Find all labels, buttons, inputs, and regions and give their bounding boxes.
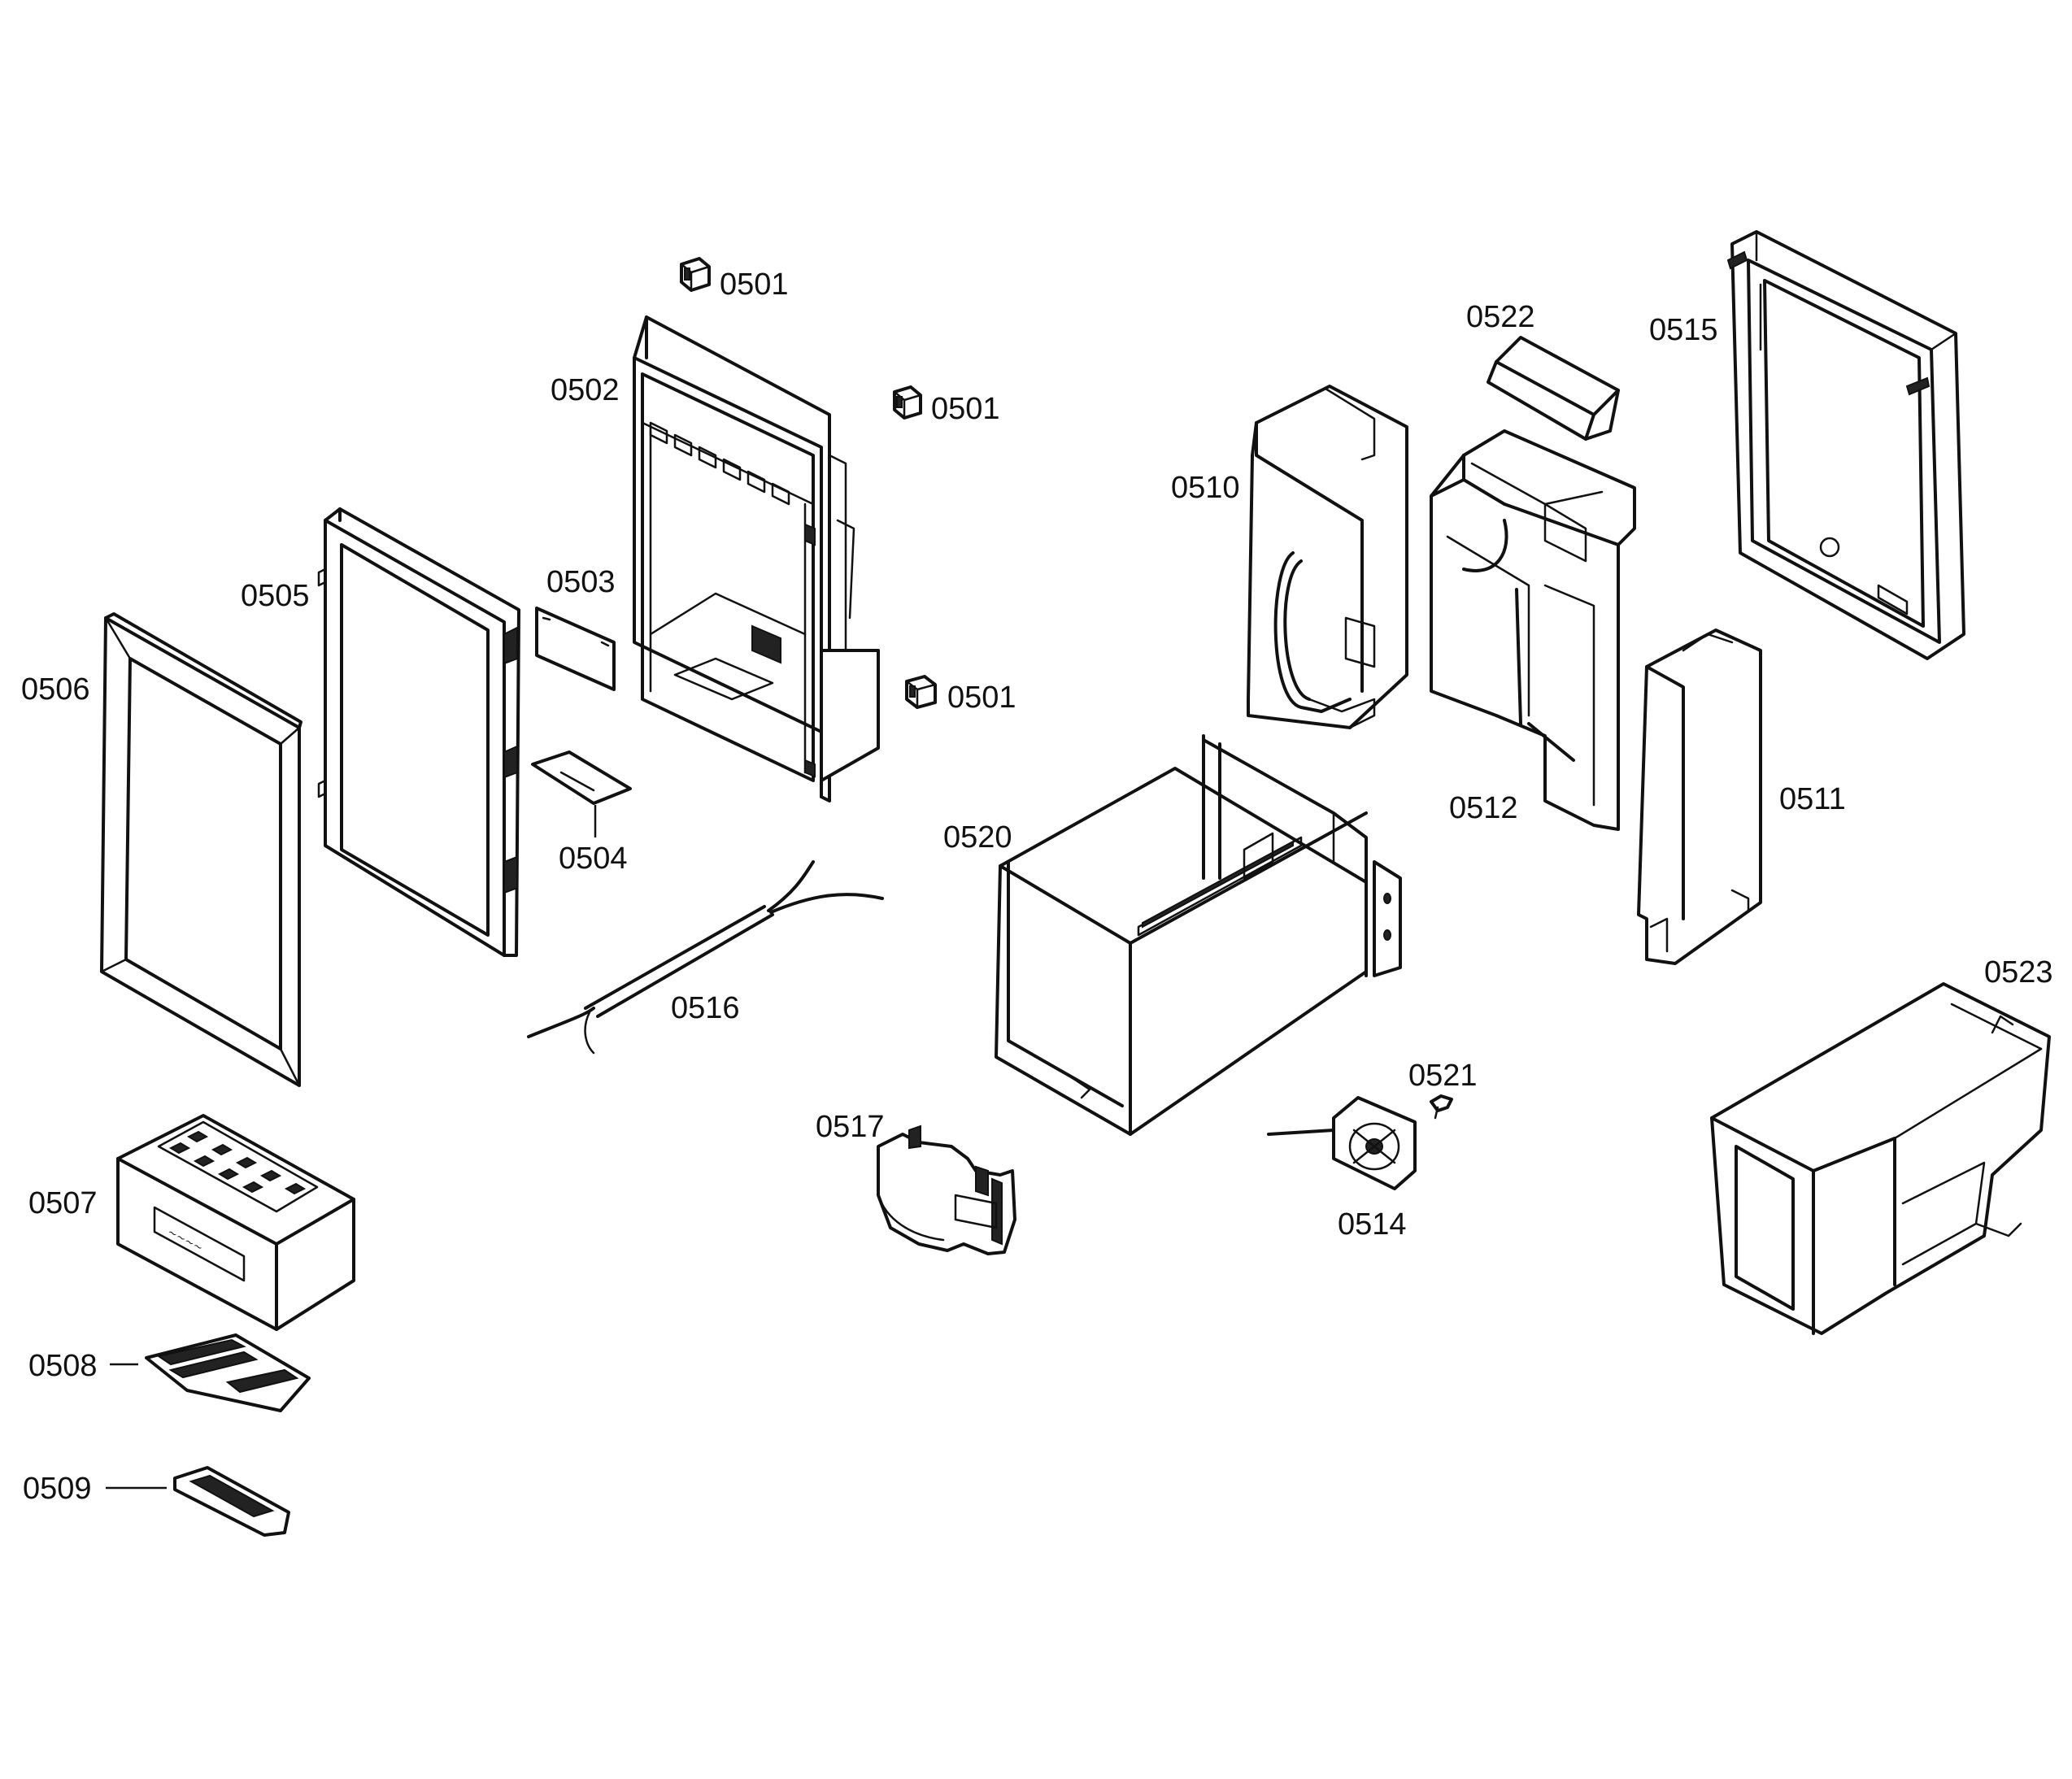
- part-0512-ice-maker: [1430, 429, 1636, 831]
- label-0509: 0509: [23, 1472, 92, 1506]
- part-0516-heater-wire: [527, 860, 884, 1055]
- part-0515-door-frame: [1726, 230, 1965, 660]
- part-0503-bracket: [535, 607, 616, 691]
- label-0516: 0516: [671, 991, 740, 1025]
- part-0522-small-cover: [1487, 336, 1620, 441]
- part-0501-clip-lower: [905, 675, 937, 709]
- label-0505: 0505: [241, 579, 310, 613]
- label-0522: 0522: [1466, 300, 1535, 334]
- label-0520: 0520: [943, 820, 1012, 855]
- part-0510-inner-cover-left: [1247, 385, 1408, 729]
- label-0517: 0517: [816, 1110, 885, 1144]
- part-0505-inner-frame: [317, 507, 520, 957]
- part-0511-inner-cover-right: [1637, 629, 1762, 965]
- label-0512: 0512: [1449, 791, 1518, 825]
- label-0521: 0521: [1408, 1059, 1478, 1093]
- label-0510: 0510: [1171, 471, 1240, 505]
- part-0501-clip-top: [680, 257, 711, 292]
- label-0514: 0514: [1338, 1207, 1407, 1242]
- label-0502: 0502: [551, 373, 620, 407]
- label-0503: 0503: [546, 565, 616, 599]
- label-0506: 0506: [21, 672, 90, 707]
- label-0507: 0507: [28, 1186, 98, 1220]
- label-0501-top: 0501: [720, 268, 789, 302]
- label-0523: 0523: [1984, 955, 2053, 990]
- part-0514-fan: [1267, 1096, 1417, 1190]
- part-0520-metal-box: [995, 734, 1402, 1136]
- part-0502-dispenser-housing: [633, 315, 880, 803]
- part-0507-drip-tray: ~~~~: [116, 1114, 355, 1331]
- label-0501-right: 0501: [931, 392, 1000, 426]
- label-0504: 0504: [559, 842, 628, 876]
- part-0504-plate: [531, 750, 632, 805]
- part-0506-outer-frame: [100, 612, 303, 1087]
- part-0501-clip-right: [893, 385, 922, 420]
- label-0508: 0508: [28, 1349, 98, 1383]
- part-0523-ice-bucket: [1710, 982, 2051, 1335]
- part-0509-small-grille: [173, 1466, 290, 1537]
- label-0501-lower: 0501: [947, 681, 1016, 715]
- part-0508-grille: [145, 1333, 311, 1412]
- part-0517-auger-motor: [877, 1124, 1016, 1255]
- label-0515: 0515: [1649, 313, 1718, 347]
- part-0521-screw: [1430, 1094, 1453, 1120]
- label-0511: 0511: [1779, 782, 1846, 816]
